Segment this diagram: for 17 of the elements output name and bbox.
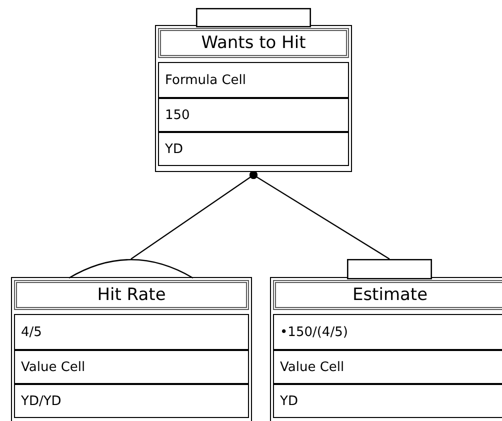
card-tab [347,259,432,278]
entity-card [270,277,502,421]
entity-card [11,277,252,421]
card-row: YD [159,131,348,165]
card-row: YD/YD [15,383,248,417]
card-row-text: 4/5 [20,324,43,342]
card-arc [69,259,193,278]
card-row: Value Cell [274,349,502,383]
card-tab [196,8,311,26]
card-row: Value Cell [15,349,248,383]
card-row-text: Formula Cell [164,72,247,90]
connector-line [250,171,390,260]
entity-card [155,25,352,172]
card-row: 150 [159,97,348,131]
card-row-text: •150/(4/5) [279,324,349,342]
card-title: Hit Rate [14,280,249,310]
card-row: YD [274,383,502,417]
